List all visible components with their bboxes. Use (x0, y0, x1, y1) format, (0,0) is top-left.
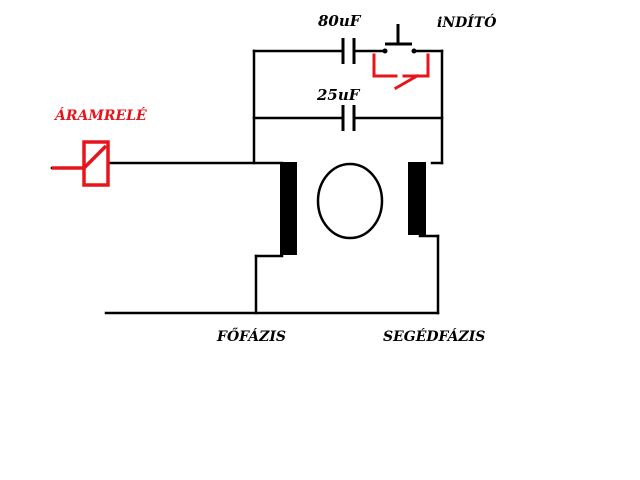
current-relay-box (82, 140, 110, 187)
starter-switch-bracket-right (402, 53, 430, 78)
label-main-phase: FŐFÁZIS (216, 327, 286, 345)
main-winding-core (280, 162, 297, 255)
circuit-wires (50, 49, 444, 315)
pushbutton-contact-right (411, 48, 417, 54)
starter-switch-bracket (372, 53, 398, 78)
aux-winding-core (408, 162, 426, 235)
capacitor-80uf (341, 38, 356, 64)
starter-pushbutton (382, 24, 417, 54)
label-aux-phase: SEGÉDFÁZIS (383, 327, 485, 345)
starter-switch-contacts (372, 53, 430, 91)
starter-switch-blade (393, 73, 420, 91)
label-starter: iNDÍTÓ (437, 13, 497, 31)
current-relay-diagonal (82, 144, 108, 170)
rotor-circle (316, 162, 384, 240)
current-relay-coil (52, 140, 110, 187)
label-current-relay: ÁRAMRELÉ (53, 106, 147, 124)
label-cap-80uf: 80uF (318, 12, 362, 30)
capacitor-25uf (341, 105, 356, 131)
pushbutton-contact-left (382, 48, 388, 54)
label-cap-25uf: 25uF (316, 86, 361, 104)
